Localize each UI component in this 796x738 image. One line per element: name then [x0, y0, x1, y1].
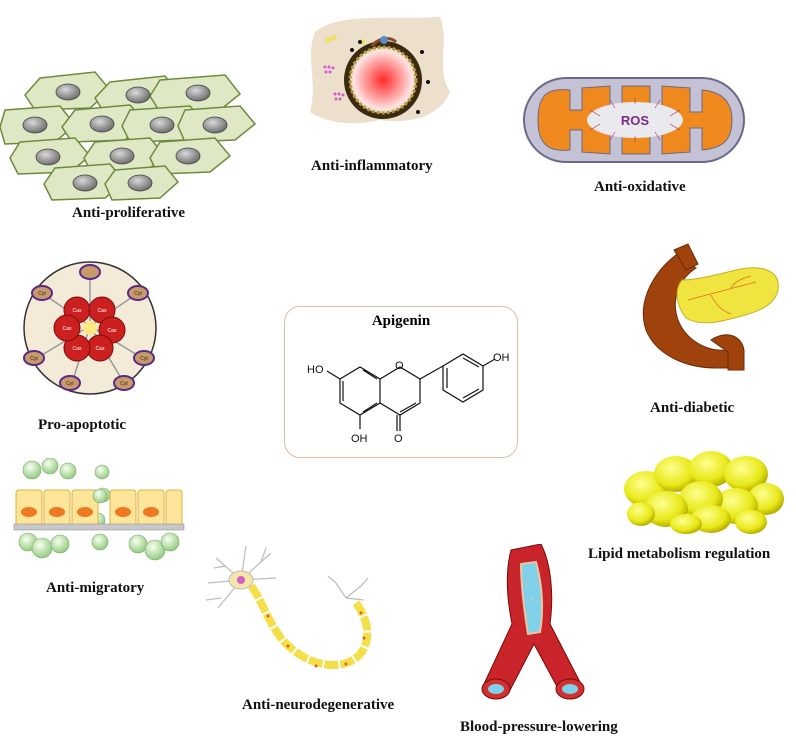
apigenin-title: Apigenin	[371, 313, 431, 329]
anti-oxidative-label: Anti-oxidative	[594, 179, 686, 195]
blood-vessel-illustration	[481, 544, 585, 700]
cas-label: Cas	[73, 346, 82, 352]
oh-bottom-label: OH	[351, 433, 368, 445]
anti-migratory-label: Anti-migratory	[46, 580, 145, 596]
cyt-label: Cyt	[134, 291, 142, 297]
apigenin-structure-box: Apigenin HO O OH O	[284, 306, 518, 458]
ring-oxygen-label: O	[395, 360, 404, 372]
ho-label: HO	[307, 364, 324, 376]
carbonyl-oxygen-label: O	[394, 433, 403, 445]
neuron-illustration	[205, 545, 372, 670]
mitochondrion-ros-illustration: ROS	[523, 77, 745, 163]
pancreas-illustration	[642, 243, 779, 371]
migrating-cells-illustration	[13, 458, 185, 561]
blood-pressure-lowering-label: Blood-pressure-lowering	[460, 719, 618, 735]
cas-label: Cas	[63, 326, 72, 332]
cyt-label: Cyt	[30, 356, 38, 362]
cyt-label: Cyt	[140, 356, 148, 362]
anti-diabetic-label: Anti-diabetic	[650, 400, 735, 416]
proliferating-cells-illustration	[0, 71, 257, 201]
cas-label: Cas	[96, 346, 105, 352]
apigenin-structure-diagram: HO O OH OH O	[307, 352, 510, 445]
pro-apoptotic-label: Pro-apoptotic	[38, 417, 127, 433]
inflammatory-cell-illustration	[310, 17, 450, 124]
cyt-label: Cyt	[120, 381, 128, 387]
cas-label: Cas	[108, 328, 117, 334]
lipid-metabolism-label: Lipid metabolism regulation	[588, 546, 771, 562]
anti-neurodegenerative-label: Anti-neurodegenerative	[242, 697, 395, 713]
cas-label: Cas	[98, 308, 107, 314]
ros-label: ROS	[621, 113, 650, 128]
oh-label: OH	[493, 352, 510, 364]
anti-inflammatory-label: Anti-inflammatory	[311, 158, 433, 174]
cyt-label: Cyt	[66, 381, 74, 387]
apoptosome-illustration: Cyt Cyt Cyt Cyt Cyt Cyt Cas Cas Cas Cas …	[23, 261, 157, 395]
cas-label: Cas	[73, 308, 82, 314]
cyt-label: Cyt	[38, 291, 46, 297]
lipid-droplets-illustration	[624, 451, 784, 534]
anti-proliferative-label: Anti-proliferative	[72, 205, 186, 221]
